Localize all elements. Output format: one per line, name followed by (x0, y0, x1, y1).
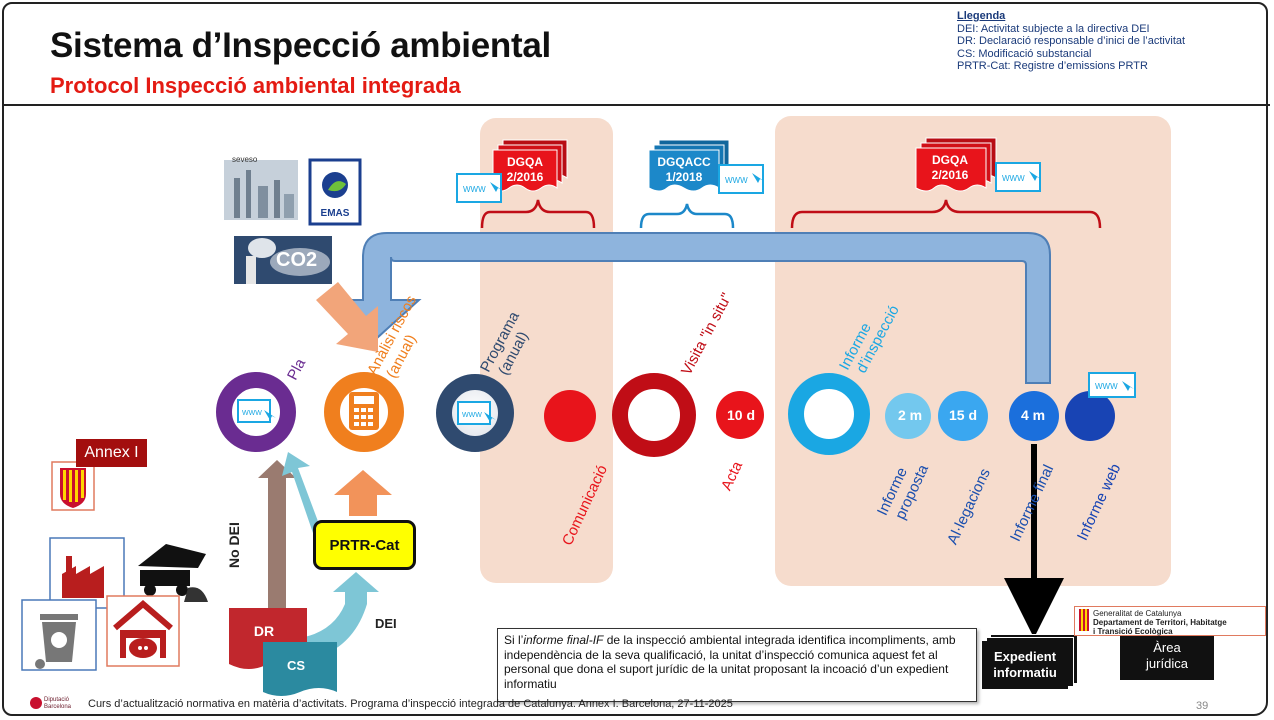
legend: Llegenda DEI: Activitat subjecte a la di… (957, 10, 1185, 73)
alegacions-dot[interactable] (938, 391, 988, 441)
dei-label: DEI (375, 616, 397, 631)
recycling-bin-icon (21, 599, 97, 671)
calculator-icon (349, 392, 379, 430)
seveso-factory-icon: seveso (224, 155, 298, 220)
prtr-cat-box[interactable]: PRTR-Cat (313, 520, 416, 570)
phase-band-report (775, 116, 1171, 586)
dgqa-right-brace (790, 199, 1102, 229)
dgqa-left-document: DGQA 2/2016 WWW (456, 139, 568, 203)
catalan-shield-icon (51, 461, 95, 511)
svg-text:WWW: WWW (1002, 174, 1025, 183)
diputacio-logo-icon (30, 697, 42, 709)
dgqa-left-brace (480, 199, 596, 229)
legend-item-dr: DR: Declaració responsable d’inici de l’… (957, 35, 1186, 47)
legend-heading: Llegenda (957, 10, 1006, 22)
generalitat-line-3: i Transició Ecològica (1093, 627, 1173, 636)
dgqacc-number: 1/2018 (666, 170, 703, 184)
legend-item-dei: DEI: Activitat subjecte a la directiva D… (957, 22, 1150, 35)
annex-badge[interactable]: Annex I (76, 439, 147, 467)
svg-text:WWW: WWW (242, 410, 262, 417)
dgqacc-brace (639, 203, 735, 229)
diputacio-logo-text: Diputació Barcelona (44, 697, 71, 711)
web-link-icon-programa[interactable]: WWW (457, 401, 496, 425)
note-part-3: de la inspecció ambiental integrada iden… (504, 633, 956, 691)
web-dot[interactable] (1065, 391, 1115, 441)
orange-diagonal-arrow (316, 282, 378, 352)
area-line-2: jurídica (1146, 656, 1188, 671)
emas-label: EMAS (321, 208, 350, 219)
page-subtitle: Protocol Inspecció ambiental integrada (50, 73, 461, 98)
dgqa-left-number: 2/2016 (507, 170, 544, 184)
generalitat-line-1: Generalitat de Catalunya (1093, 609, 1182, 618)
livestock-farm-icon (106, 595, 180, 667)
no-dei-label: No DEI (226, 522, 242, 568)
cs-document (263, 642, 337, 696)
svg-text:WWW: WWW (462, 412, 482, 419)
co2-smoke-icon: CO2 (234, 236, 332, 284)
diputacio-line-1: Diputació (44, 697, 70, 703)
industry-icon (49, 537, 125, 609)
web-link-icon-pla[interactable]: WWW (237, 399, 276, 423)
note-part-1: Si l’ (504, 633, 524, 647)
informe-final-note: Si l’informe final-IF de la inspecció am… (497, 628, 977, 702)
area-line-1: Àrea (1153, 640, 1181, 655)
dgqa-right-number: 2/2016 (932, 168, 969, 182)
note-part-2: informe final-IF (523, 633, 604, 647)
acta-dot[interactable] (716, 391, 764, 439)
prtr-to-pla-arrow (282, 452, 322, 536)
legend-item-cs: CS: Modificació substancial (957, 47, 1092, 60)
footer-text: Curs d’actualització normativa en matèri… (88, 698, 733, 710)
web-link-icon-web[interactable]: WWW (1088, 372, 1136, 398)
prtr-to-analisi-arrow (334, 470, 392, 516)
comunicacio-dot[interactable] (544, 390, 596, 442)
expedient-line-1: Expedient (993, 649, 1057, 664)
final-dot[interactable] (1009, 391, 1059, 441)
alegacions-time: 15 d (949, 407, 978, 423)
header-divider (4, 104, 1270, 106)
final-time: 4 m (1021, 407, 1046, 423)
svg-text:WWW: WWW (725, 176, 748, 185)
dgqacc-document: DGQACC 1/2018 WWW (648, 139, 764, 194)
proposta-dot[interactable] (885, 393, 931, 439)
generalitat-line-2: Departament de Territori, Habitatge (1093, 618, 1227, 627)
dgqa-right-label: DGQA (932, 153, 968, 167)
dgqa-right-document: DGQA 2/2016 WWW (915, 137, 1041, 192)
dr-label: DR (254, 623, 274, 639)
svg-text:WWW: WWW (1095, 382, 1118, 391)
co2-label: CO2 (276, 249, 317, 271)
landfill-truck-icon (134, 538, 208, 606)
senyera-icon (1079, 609, 1089, 631)
dgqa-left-label: DGQA (507, 155, 543, 169)
no-dei-arrow (258, 460, 296, 610)
expedient-line-2: informatiu (993, 665, 1057, 680)
svg-text:WWW: WWW (463, 185, 486, 194)
emas-logo: EMAS (308, 158, 362, 226)
legend-item-prtr: PRTR-Cat: Registre d’emissions PRTR (957, 60, 1148, 72)
cs-label: CS (287, 658, 305, 673)
informe-circle[interactable] (788, 373, 870, 455)
visita-circle[interactable] (612, 373, 696, 457)
dgqacc-label: DGQACC (657, 155, 711, 169)
acta-days: 10 d (727, 407, 756, 423)
generalitat-logo: Generalitat de Catalunya Departament de … (1074, 606, 1266, 636)
proposta-time: 2 m (898, 407, 923, 423)
page-number: 39 (1196, 700, 1209, 712)
feedback-arrow (332, 232, 1051, 384)
seveso-label: seveso (232, 155, 258, 164)
diputacio-line-2: Barcelona (44, 704, 72, 710)
page-title: Sistema d’Inspecció ambiental (50, 26, 551, 65)
phase-band-preparation (480, 118, 613, 583)
